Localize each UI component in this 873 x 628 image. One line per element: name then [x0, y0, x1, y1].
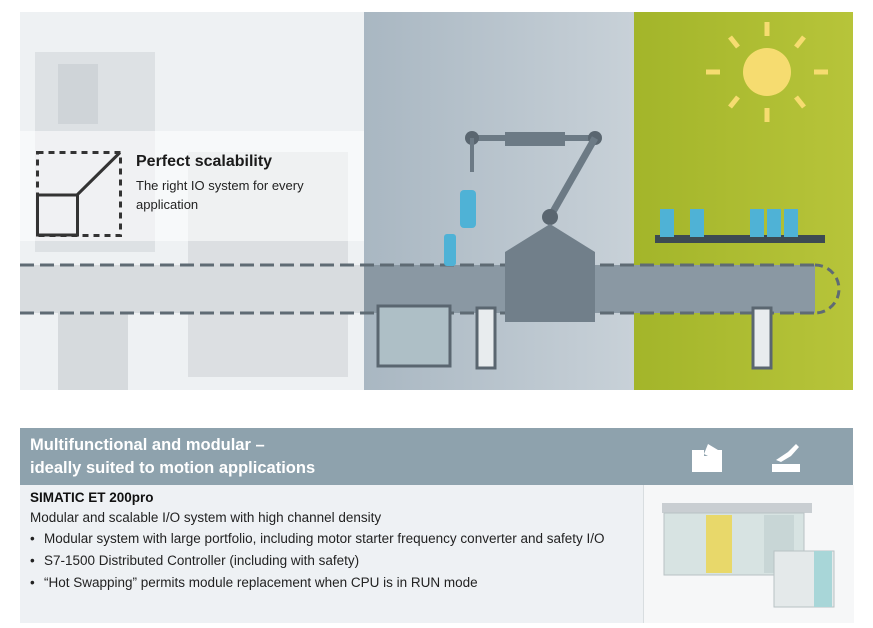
section-title-line1: Multifunctional and modular – — [30, 436, 265, 454]
scalability-icon — [36, 151, 122, 237]
section-title-line2: ideally suited to motion applications — [30, 459, 316, 477]
list-item: “Hot Swapping” permits module replacemen… — [30, 574, 610, 592]
list-item: S7-1500 Distributed Controller (includin… — [30, 552, 610, 570]
list-item: Modular system with large portfolio, inc… — [30, 530, 610, 548]
hero-title: Perfect scalability — [136, 153, 273, 170]
product-image — [662, 503, 835, 608]
product-name: SIMATIC ET 200pro — [30, 490, 154, 505]
section-title: Multifunctional and modular – ideally su… — [30, 434, 315, 480]
product-section: SIMATIC ET 200pro Modular and scalable I… — [20, 485, 854, 623]
product-description: Modular and scalable I/O system with hig… — [30, 510, 382, 525]
section-header: Multifunctional and modular – ideally su… — [20, 428, 853, 485]
feature-list: Modular system with large portfolio, inc… — [30, 530, 610, 596]
hero-subtitle: The right IO system for every applicatio… — [136, 178, 304, 212]
robot-arm-icon — [772, 444, 800, 472]
puzzle-icon — [692, 444, 722, 472]
product-image-panel — [643, 485, 854, 623]
production-line-illustration — [20, 12, 853, 390]
